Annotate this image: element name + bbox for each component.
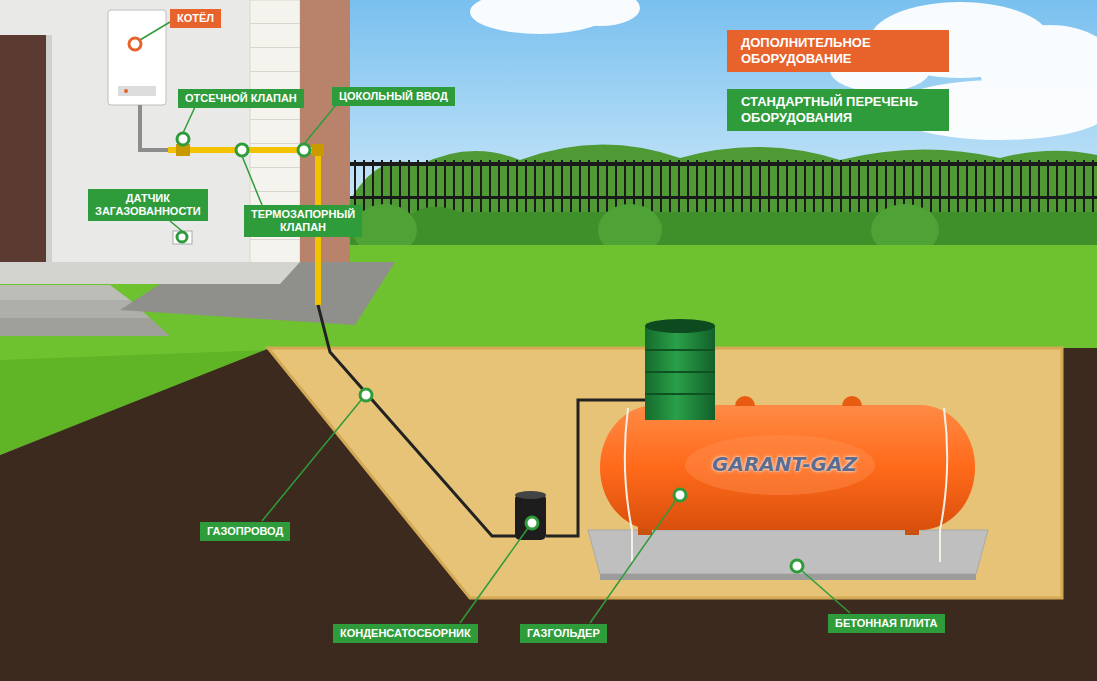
legend-swatch: СТАНДАРТНЫЙ ПЕРЕЧЕНЬ ОБОРУДОВАНИЯ [727,89,949,131]
label-text: ЦОКОЛЬНЫЙ ВВОД [339,90,448,103]
label-text: КОТЁЛ [177,12,214,25]
legend-text: СТАНДАРТНЫЙ ПЕРЕЧЕНЬ ОБОРУДОВАНИЯ [741,94,935,126]
equipment-label: ЦОКОЛЬНЫЙ ВВОД [332,87,455,106]
label-text: ОТСЕЧНОЙ КЛАПАН [185,92,297,105]
brand-label: GARANT-GAZ [712,452,857,476]
label-text: ГАЗОПРОВОД [207,525,283,538]
equipment-label: КОНДЕНСАТОСБОРНИК [333,624,478,643]
equipment-label: ОТСЕЧНОЙ КЛАПАН [178,89,304,108]
equipment-label: ДАТЧИК ЗАГАЗОВАННОСТИ [88,189,208,221]
equipment-label: ГАЗГОЛЬДЕР [520,624,607,643]
equipment-label: КОТЁЛ [170,9,221,28]
label-text: ДАТЧИК ЗАГАЗОВАННОСТИ [95,192,201,218]
legend-swatch: ДОПОЛНИТЕЛЬНОЕ ОБОРУДОВАНИЕ [727,30,949,72]
label-text: КОНДЕНСАТОСБОРНИК [340,627,471,640]
label-text: БЕТОННАЯ ПЛИТА [835,617,938,630]
legend-text: ДОПОЛНИТЕЛЬНОЕ ОБОРУДОВАНИЕ [741,35,935,67]
equipment-label: БЕТОННАЯ ПЛИТА [828,614,945,633]
equipment-label: ГАЗОПРОВОД [200,522,290,541]
label-text: ГАЗГОЛЬДЕР [527,627,600,640]
equipment-label: ТЕРМОЗАПОРНЫЙ КЛАПАН [244,205,362,237]
label-text: ТЕРМОЗАПОРНЫЙ КЛАПАН [251,208,355,234]
